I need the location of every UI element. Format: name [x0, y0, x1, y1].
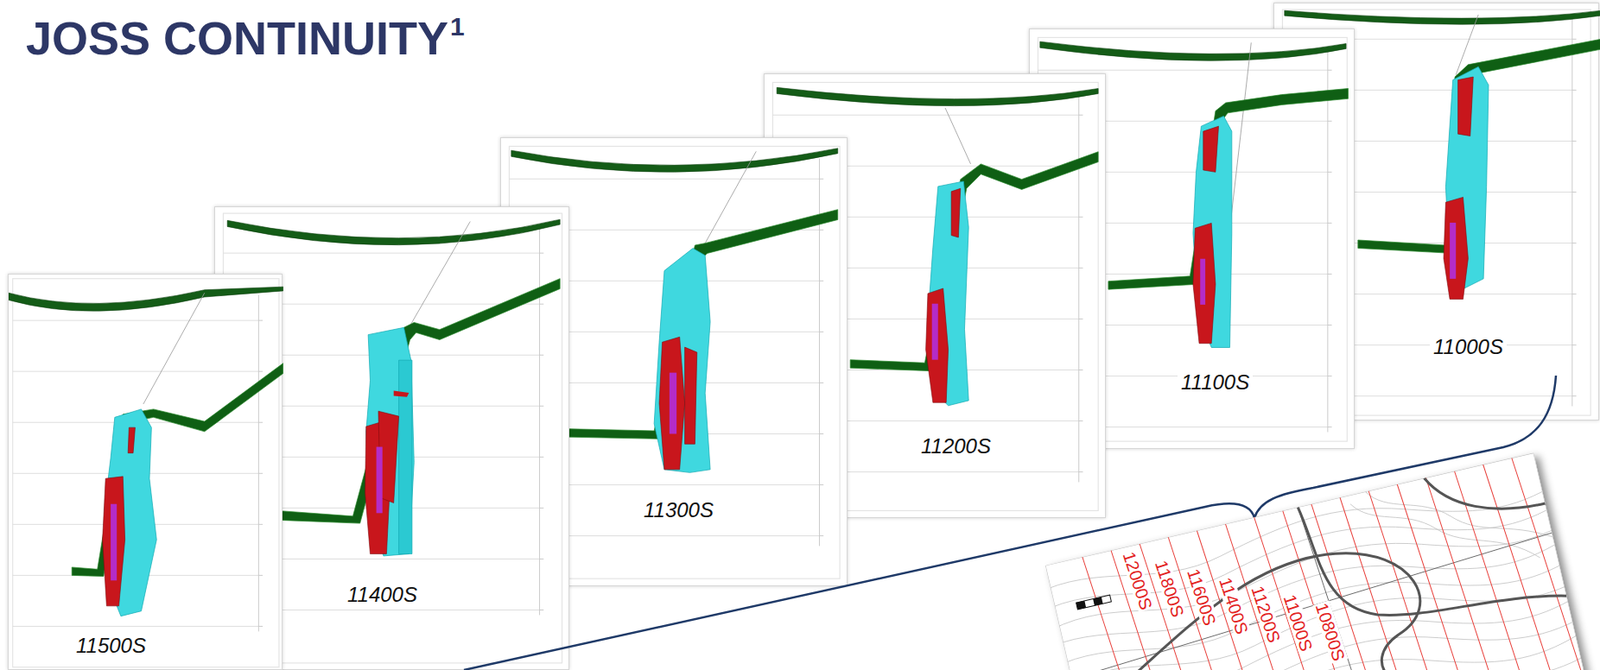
- drawing-path: [408, 222, 470, 329]
- drawing-path: [143, 292, 205, 405]
- contour-lines: [1045, 453, 1598, 670]
- drawing-path: [258, 295, 263, 633]
- drawing-polygon: [1458, 76, 1474, 136]
- drawing-path: [1350, 465, 1541, 597]
- drawing-use: [1048, 496, 1578, 649]
- drawing-g: [8, 279, 284, 668]
- drawing-polygon: [685, 347, 698, 445]
- drawing-polygon: [850, 152, 1099, 372]
- drawing-path: [1056, 526, 1480, 670]
- drawing-polygon: [1193, 115, 1232, 348]
- section-label: 11100S: [1177, 370, 1253, 395]
- slide-title: JOSS CONTINUITY: [25, 10, 449, 66]
- drawing-polygon: [376, 447, 383, 515]
- drawing-polygon: [110, 504, 117, 582]
- drawing-use: [1045, 519, 1565, 670]
- drawing-path: [8, 286, 284, 312]
- drawing-path: [1082, 453, 1598, 670]
- drawing-use: [1045, 480, 1565, 633]
- drawing-path: [12, 320, 260, 627]
- drawing-path: [1365, 453, 1553, 577]
- section-label: 11400S: [343, 583, 421, 608]
- footnote-mark: 1: [450, 12, 465, 42]
- drawing-polygon: [951, 188, 961, 238]
- drawing-polygon: [932, 304, 939, 361]
- section-lines: [1082, 453, 1598, 670]
- drawing-polygon: [653, 248, 711, 474]
- section-label: 11300S: [640, 498, 718, 523]
- drawing-polygon: [659, 336, 686, 470]
- drawing-path: [1572, 19, 1577, 407]
- drawing-polygon: [1443, 196, 1468, 299]
- drawing-use: [1065, 552, 1594, 670]
- drawing-path: [1079, 95, 1084, 483]
- drawing-path: [945, 107, 972, 165]
- drawing-path: [227, 219, 560, 246]
- drawing-polygon: [399, 360, 413, 554]
- roads: [1045, 453, 1581, 670]
- drawing-polygon: [127, 427, 135, 454]
- drawing-polygon: [1193, 222, 1216, 343]
- section-label: 11200S: [917, 434, 995, 459]
- drawing-polygon: [669, 373, 677, 435]
- drawing-path: [1423, 453, 1545, 530]
- drawing-path: [1040, 41, 1347, 61]
- drawing-polygon: [1449, 222, 1456, 280]
- drawing-path: [1284, 10, 1600, 25]
- drawing-polygon: [926, 288, 949, 403]
- scale-bar: [1076, 595, 1112, 610]
- drawing-rect: [1076, 595, 1112, 610]
- drawing-polygon: [1200, 259, 1206, 305]
- drawing-path: [1327, 50, 1333, 433]
- drawing-path: [1297, 453, 1567, 652]
- drawing-rect: [1092, 596, 1104, 606]
- drawing-rect: [1076, 601, 1087, 610]
- drawing-path: [511, 148, 839, 172]
- drawing-path: [704, 151, 756, 243]
- drawing-path: [776, 87, 1099, 106]
- drawing-polygon: [102, 476, 126, 607]
- drawing-polygon: [393, 391, 410, 398]
- section-label: 11000S: [1429, 335, 1507, 360]
- drawing-path: [1231, 42, 1252, 220]
- drawing-polygon: [1203, 126, 1220, 172]
- section-panel: 11500S: [7, 273, 283, 670]
- title-block: JOSS CONTINUITY1: [25, 10, 465, 66]
- drawing-rect: [12, 279, 280, 668]
- cross-section: [8, 274, 284, 670]
- drawing-use: [1045, 462, 1561, 615]
- section-label: 11500S: [72, 634, 150, 659]
